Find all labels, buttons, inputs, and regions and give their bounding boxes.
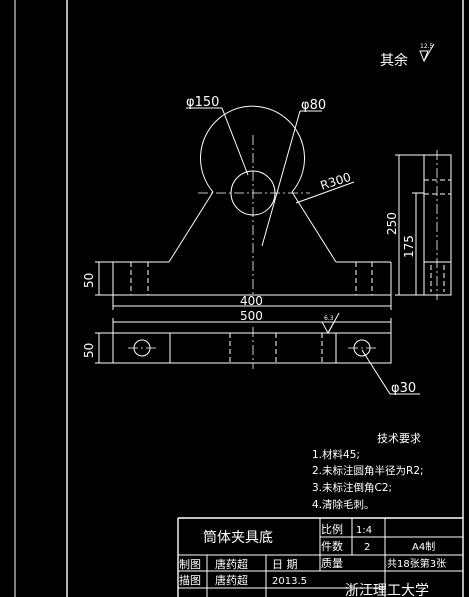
technical-requirements: 技术要求 1.材料45; 2.未标注圆角半径为R2; 3.未标注倒角C2; 4.… [312, 432, 424, 511]
surface-roughness-note: 其余 12.5 [380, 43, 435, 69]
tech-item-1: 1.材料45; [312, 448, 360, 461]
surface-note-value: 12.5 [420, 43, 434, 50]
trace-date: 2013.5 [272, 576, 307, 587]
tech-item-3: 3.未标注倒角C2; [312, 481, 392, 494]
school-name: 浙江理工大学 [345, 583, 429, 597]
dim-hole-phi30: φ30 [391, 381, 416, 396]
title-block: 筒体夹具底 比例 1:4 件数 2 质量 A4制 共18张第3张 制图 唐药超 … [177, 517, 463, 597]
trace-label: 描图 [179, 573, 201, 587]
sheet-border [14, 0, 464, 597]
draw-label: 制图 [179, 558, 201, 571]
quantity-label: 件数 [321, 540, 343, 553]
dim-side-175: 175 [402, 235, 416, 258]
scale-label: 比例 [321, 522, 343, 536]
format-label: A4制 [412, 540, 435, 553]
top-roughness-value: 6.3 [324, 315, 334, 322]
tech-item-4: 4.清除毛刺。 [312, 498, 375, 511]
part-name: 筒体夹具底 [203, 529, 273, 546]
dim-phi150: φ150 [186, 95, 219, 110]
side-view: 250 175 [385, 150, 452, 300]
tech-title: 技术要求 [377, 432, 421, 445]
front-view: φ150 φ80 R300 50 400 [82, 95, 392, 310]
dim-width-400: 400 [240, 294, 263, 308]
weight-label: 质量 [321, 557, 343, 570]
quantity-value: 2 [364, 542, 370, 553]
dim-top-height-50: 50 [82, 343, 96, 358]
top-view: 500 6.3 50 φ30 [82, 309, 420, 396]
tech-item-2: 2.未标注圆角半径为R2; [312, 464, 424, 477]
dim-front-height-50: 50 [82, 273, 96, 288]
sheet-info: 共18张第3张 [387, 557, 446, 570]
date-label: 日 期 [272, 558, 298, 571]
scale-value: 1:4 [356, 525, 372, 536]
dim-length-500: 500 [240, 309, 263, 323]
dim-side-250: 250 [385, 212, 399, 235]
trace-name: 唐药超 [215, 573, 248, 587]
draw-name: 唐药超 [215, 557, 248, 571]
dim-phi80: φ80 [301, 98, 326, 113]
surface-note-label: 其余 [380, 52, 408, 69]
